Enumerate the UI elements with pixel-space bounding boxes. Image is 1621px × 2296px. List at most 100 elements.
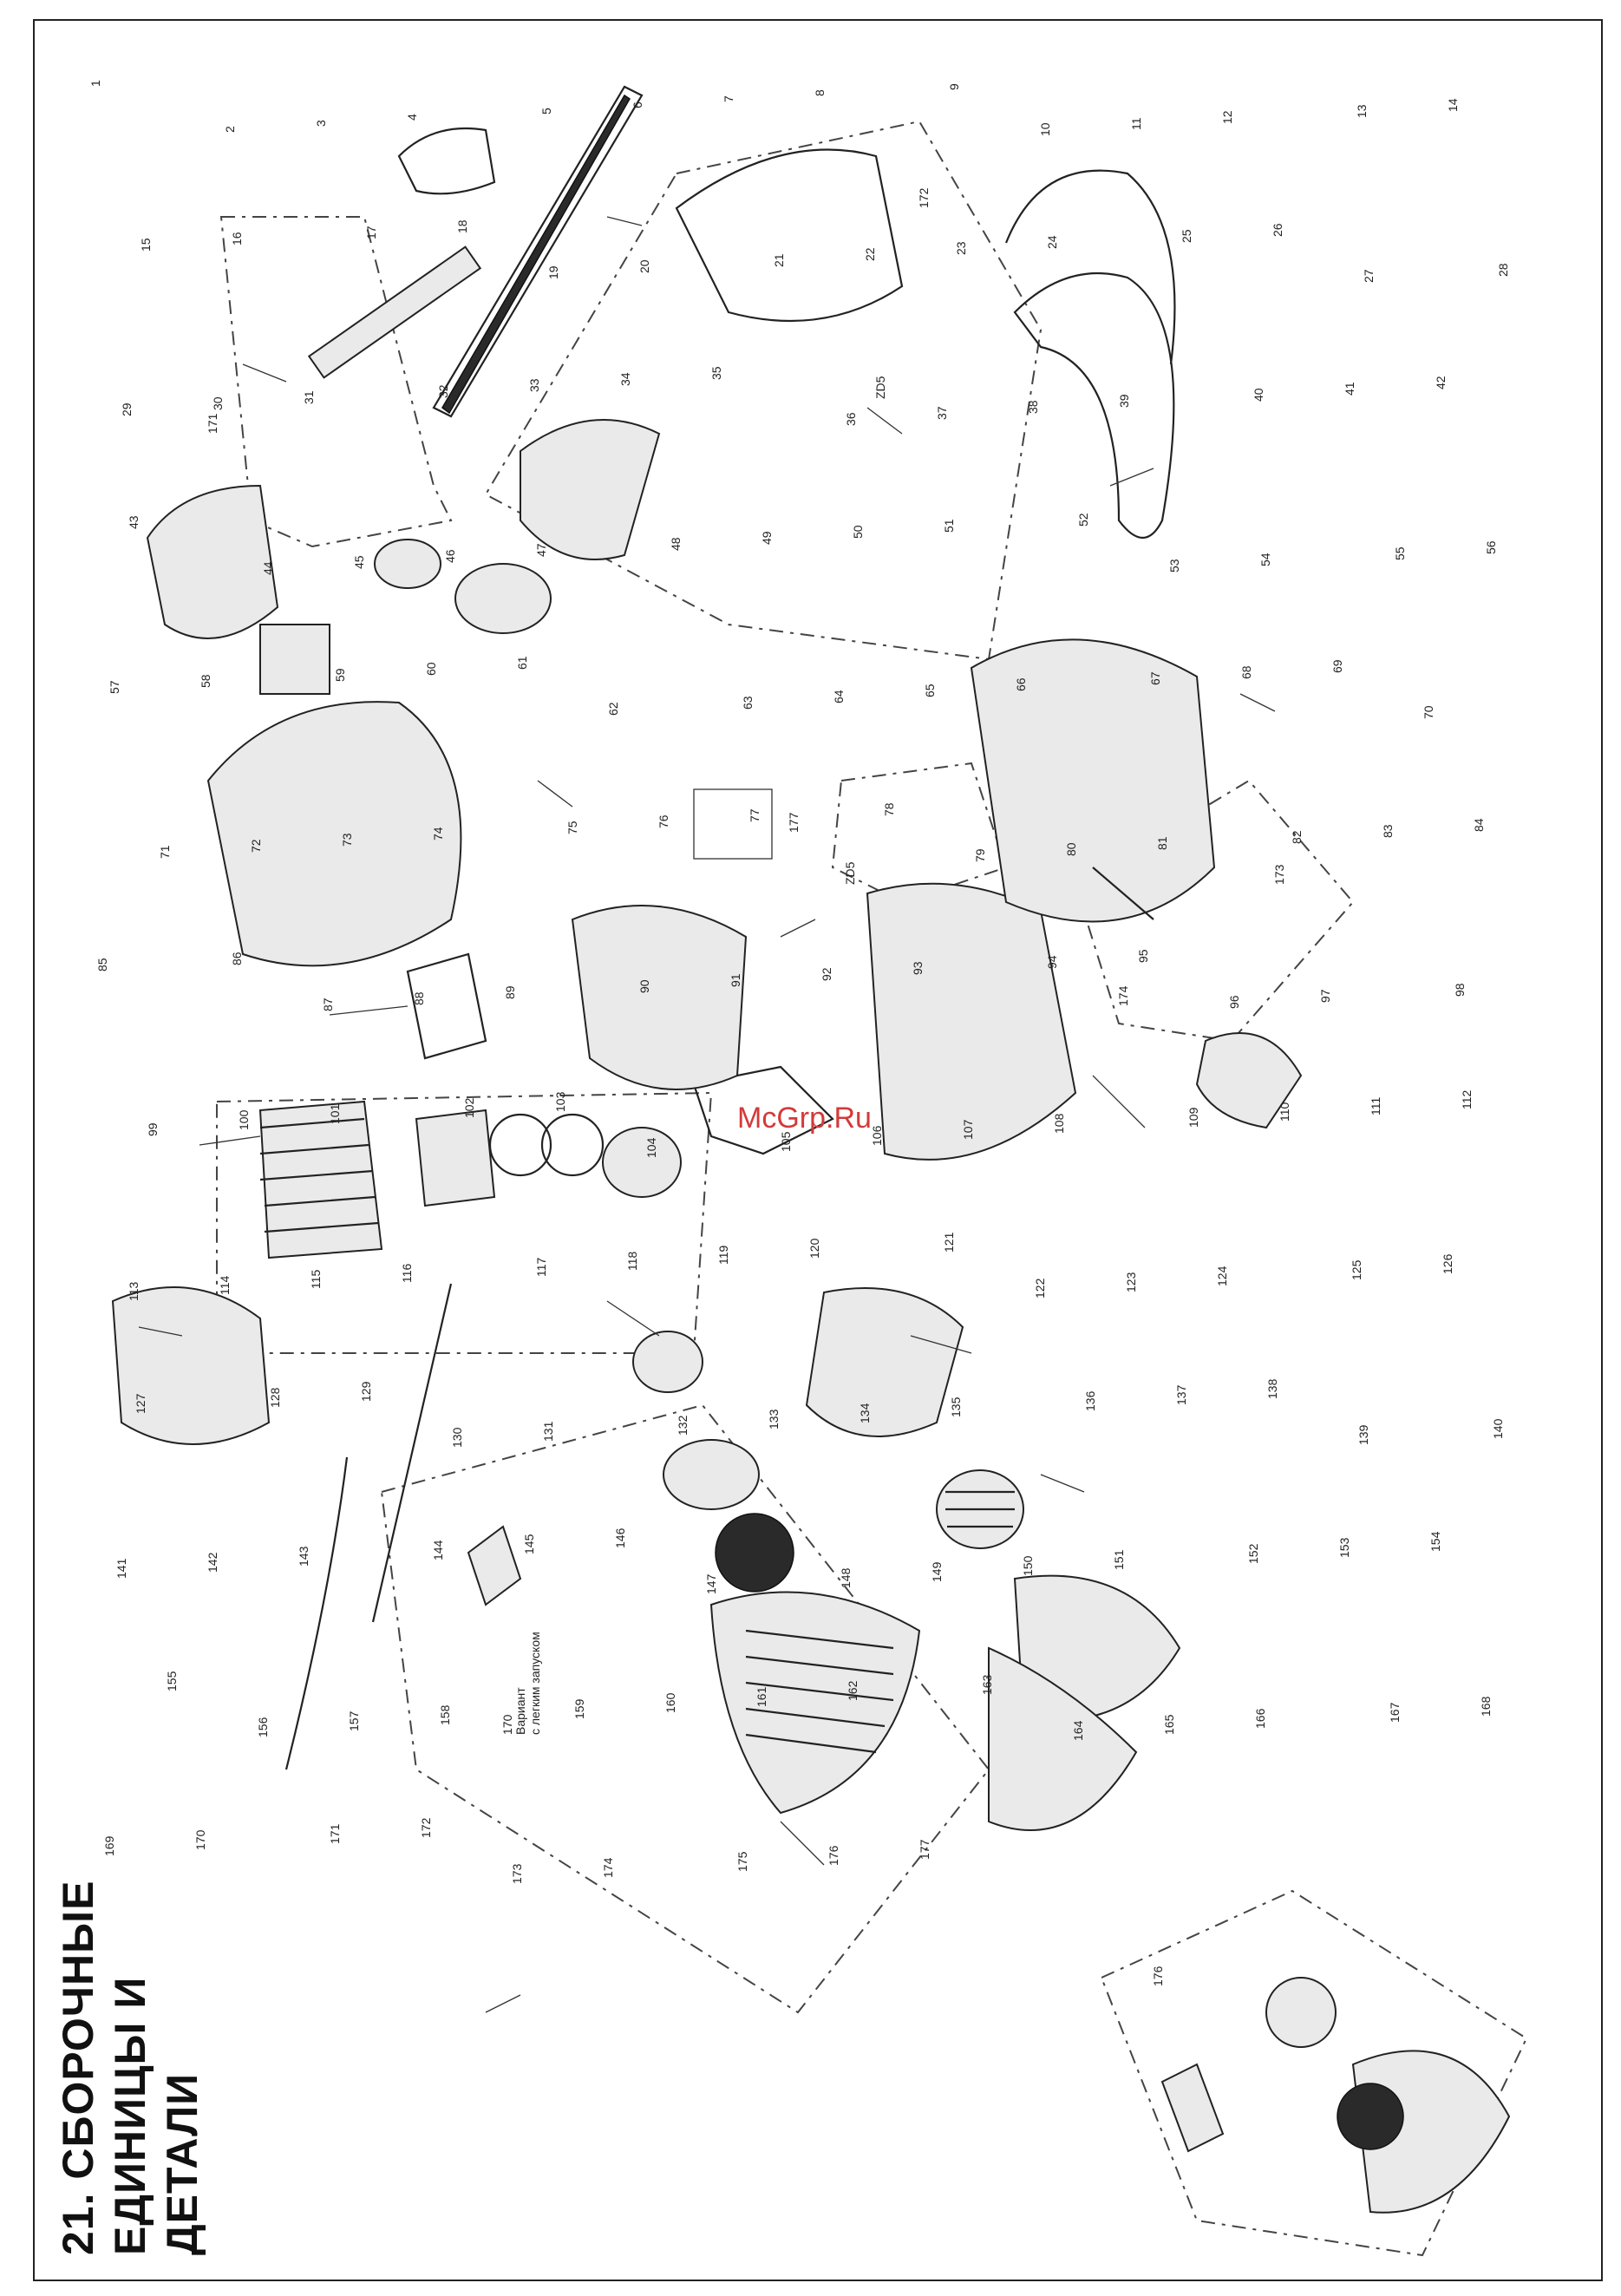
part-label-4: 4 — [405, 114, 419, 121]
group-label-173: 173 — [1272, 864, 1286, 885]
part-label-76: 76 — [657, 814, 670, 828]
part-label-161: 161 — [755, 1686, 768, 1707]
part-label-66: 66 — [1014, 677, 1028, 691]
part-label-16: 16 — [230, 232, 244, 245]
part-label-2: 2 — [223, 126, 237, 133]
part-label-139: 139 — [1356, 1424, 1370, 1445]
gasket — [415, 1109, 496, 1207]
part-label-117: 117 — [534, 1257, 548, 1277]
part-label-170: 170 — [193, 1829, 207, 1850]
part-label-63: 63 — [741, 696, 755, 710]
part-label-101: 101 — [328, 1103, 342, 1124]
part-label-70: 70 — [1422, 705, 1435, 719]
part-label-13: 13 — [1355, 104, 1369, 118]
variant-caption-line-2: с легким запуском — [528, 1632, 542, 1735]
part-label-30: 30 — [211, 396, 225, 410]
cylinder-fins — [259, 1117, 379, 1233]
front-handle-loop — [1004, 169, 1176, 365]
part-label-107: 107 — [961, 1119, 975, 1140]
part-label-137: 137 — [1174, 1384, 1188, 1405]
part-label-113: 113 — [127, 1281, 141, 1301]
group-173-outline — [1074, 779, 1355, 1043]
part-label-146: 146 — [613, 1527, 627, 1548]
top-cover-housing — [206, 701, 462, 967]
starter-handle-alt — [1160, 2063, 1225, 2153]
part-label-61: 61 — [515, 656, 529, 670]
part-label-5: 5 — [539, 108, 553, 114]
part-label-162: 162 — [846, 1680, 860, 1701]
part-label-53: 53 — [1167, 559, 1181, 572]
part-label-126: 126 — [1441, 1253, 1454, 1274]
part-label-111: 111 — [1369, 1097, 1382, 1115]
variant-caption-number: 170 — [500, 1714, 514, 1735]
code-zd5-b: ZD5 — [873, 376, 887, 399]
part-label-131: 131 — [541, 1421, 555, 1442]
part-label-7: 7 — [722, 95, 735, 102]
part-label-153: 153 — [1337, 1537, 1351, 1558]
part-label-83: 83 — [1381, 824, 1395, 838]
part-label-42: 42 — [1434, 376, 1448, 389]
part-label-26: 26 — [1271, 223, 1284, 237]
front-handle-guard — [520, 419, 661, 560]
part-label-122: 122 — [1033, 1278, 1047, 1298]
part-label-135: 135 — [949, 1397, 963, 1417]
part-label-102: 102 — [462, 1097, 476, 1118]
part-label-39: 39 — [1117, 394, 1131, 408]
part-label-55: 55 — [1393, 546, 1407, 560]
part-label-112: 112 — [1460, 1089, 1474, 1109]
part-label-89: 89 — [503, 985, 517, 999]
part-label-15: 15 — [139, 238, 153, 252]
ignition-coil-cable — [371, 1283, 453, 1623]
guide-bar — [432, 85, 644, 418]
part-label-48: 48 — [669, 537, 683, 551]
part-label-60: 60 — [424, 662, 438, 676]
part-label-32: 32 — [436, 384, 450, 398]
starter-housing-fins — [745, 1629, 894, 1754]
rewind-spring — [715, 1513, 794, 1593]
engine-housing — [866, 882, 1077, 1161]
leader-lines — [138, 216, 1276, 2013]
group-170-outline — [380, 1403, 990, 2014]
part-label-98: 98 — [1453, 983, 1467, 997]
part-label-154: 154 — [1428, 1531, 1442, 1552]
part-label-10: 10 — [1038, 122, 1052, 136]
air-filter-cover — [259, 624, 330, 695]
part-label-149: 149 — [930, 1561, 944, 1582]
part-label-25: 25 — [1180, 229, 1193, 243]
part-label-156: 156 — [256, 1717, 270, 1737]
part-label-152: 152 — [1246, 1543, 1260, 1564]
part-label-158: 158 — [438, 1704, 452, 1725]
part-label-50: 50 — [851, 525, 865, 539]
spring-alt — [1337, 2083, 1404, 2150]
part-label-97: 97 — [1318, 989, 1332, 1003]
part-label-51: 51 — [942, 519, 956, 533]
part-label-141: 141 — [114, 1558, 128, 1579]
part-label-129: 129 — [359, 1381, 373, 1402]
part-label-143: 143 — [297, 1546, 310, 1567]
part-label-148: 148 — [839, 1567, 853, 1588]
part-label-167: 167 — [1388, 1702, 1402, 1723]
part-label-11: 11 — [1129, 117, 1143, 130]
side-cover — [988, 1646, 1138, 1831]
part-label-114: 114 — [218, 1275, 232, 1295]
part-label-49: 49 — [760, 531, 774, 545]
part-label-138: 138 — [1265, 1378, 1279, 1399]
part-label-85: 85 — [95, 958, 109, 971]
part-label-17: 17 — [364, 226, 378, 239]
part-label-172: 172 — [419, 1817, 433, 1838]
chain-catcher-bracket — [397, 127, 496, 195]
part-label-128: 128 — [268, 1387, 282, 1408]
part-label-84: 84 — [1472, 818, 1486, 832]
part-label-72: 72 — [249, 839, 263, 853]
starter-pulley — [663, 1439, 760, 1510]
part-label-109: 109 — [1186, 1107, 1200, 1128]
part-label-166: 166 — [1253, 1708, 1267, 1729]
part-label-58: 58 — [199, 674, 212, 688]
part-label-121: 121 — [942, 1232, 956, 1253]
group-label-174: 174 — [1116, 985, 1130, 1006]
part-label-40: 40 — [1252, 388, 1265, 402]
part-label-3: 3 — [314, 120, 328, 127]
part-label-108: 108 — [1052, 1113, 1066, 1134]
part-label-118: 118 — [625, 1251, 639, 1271]
